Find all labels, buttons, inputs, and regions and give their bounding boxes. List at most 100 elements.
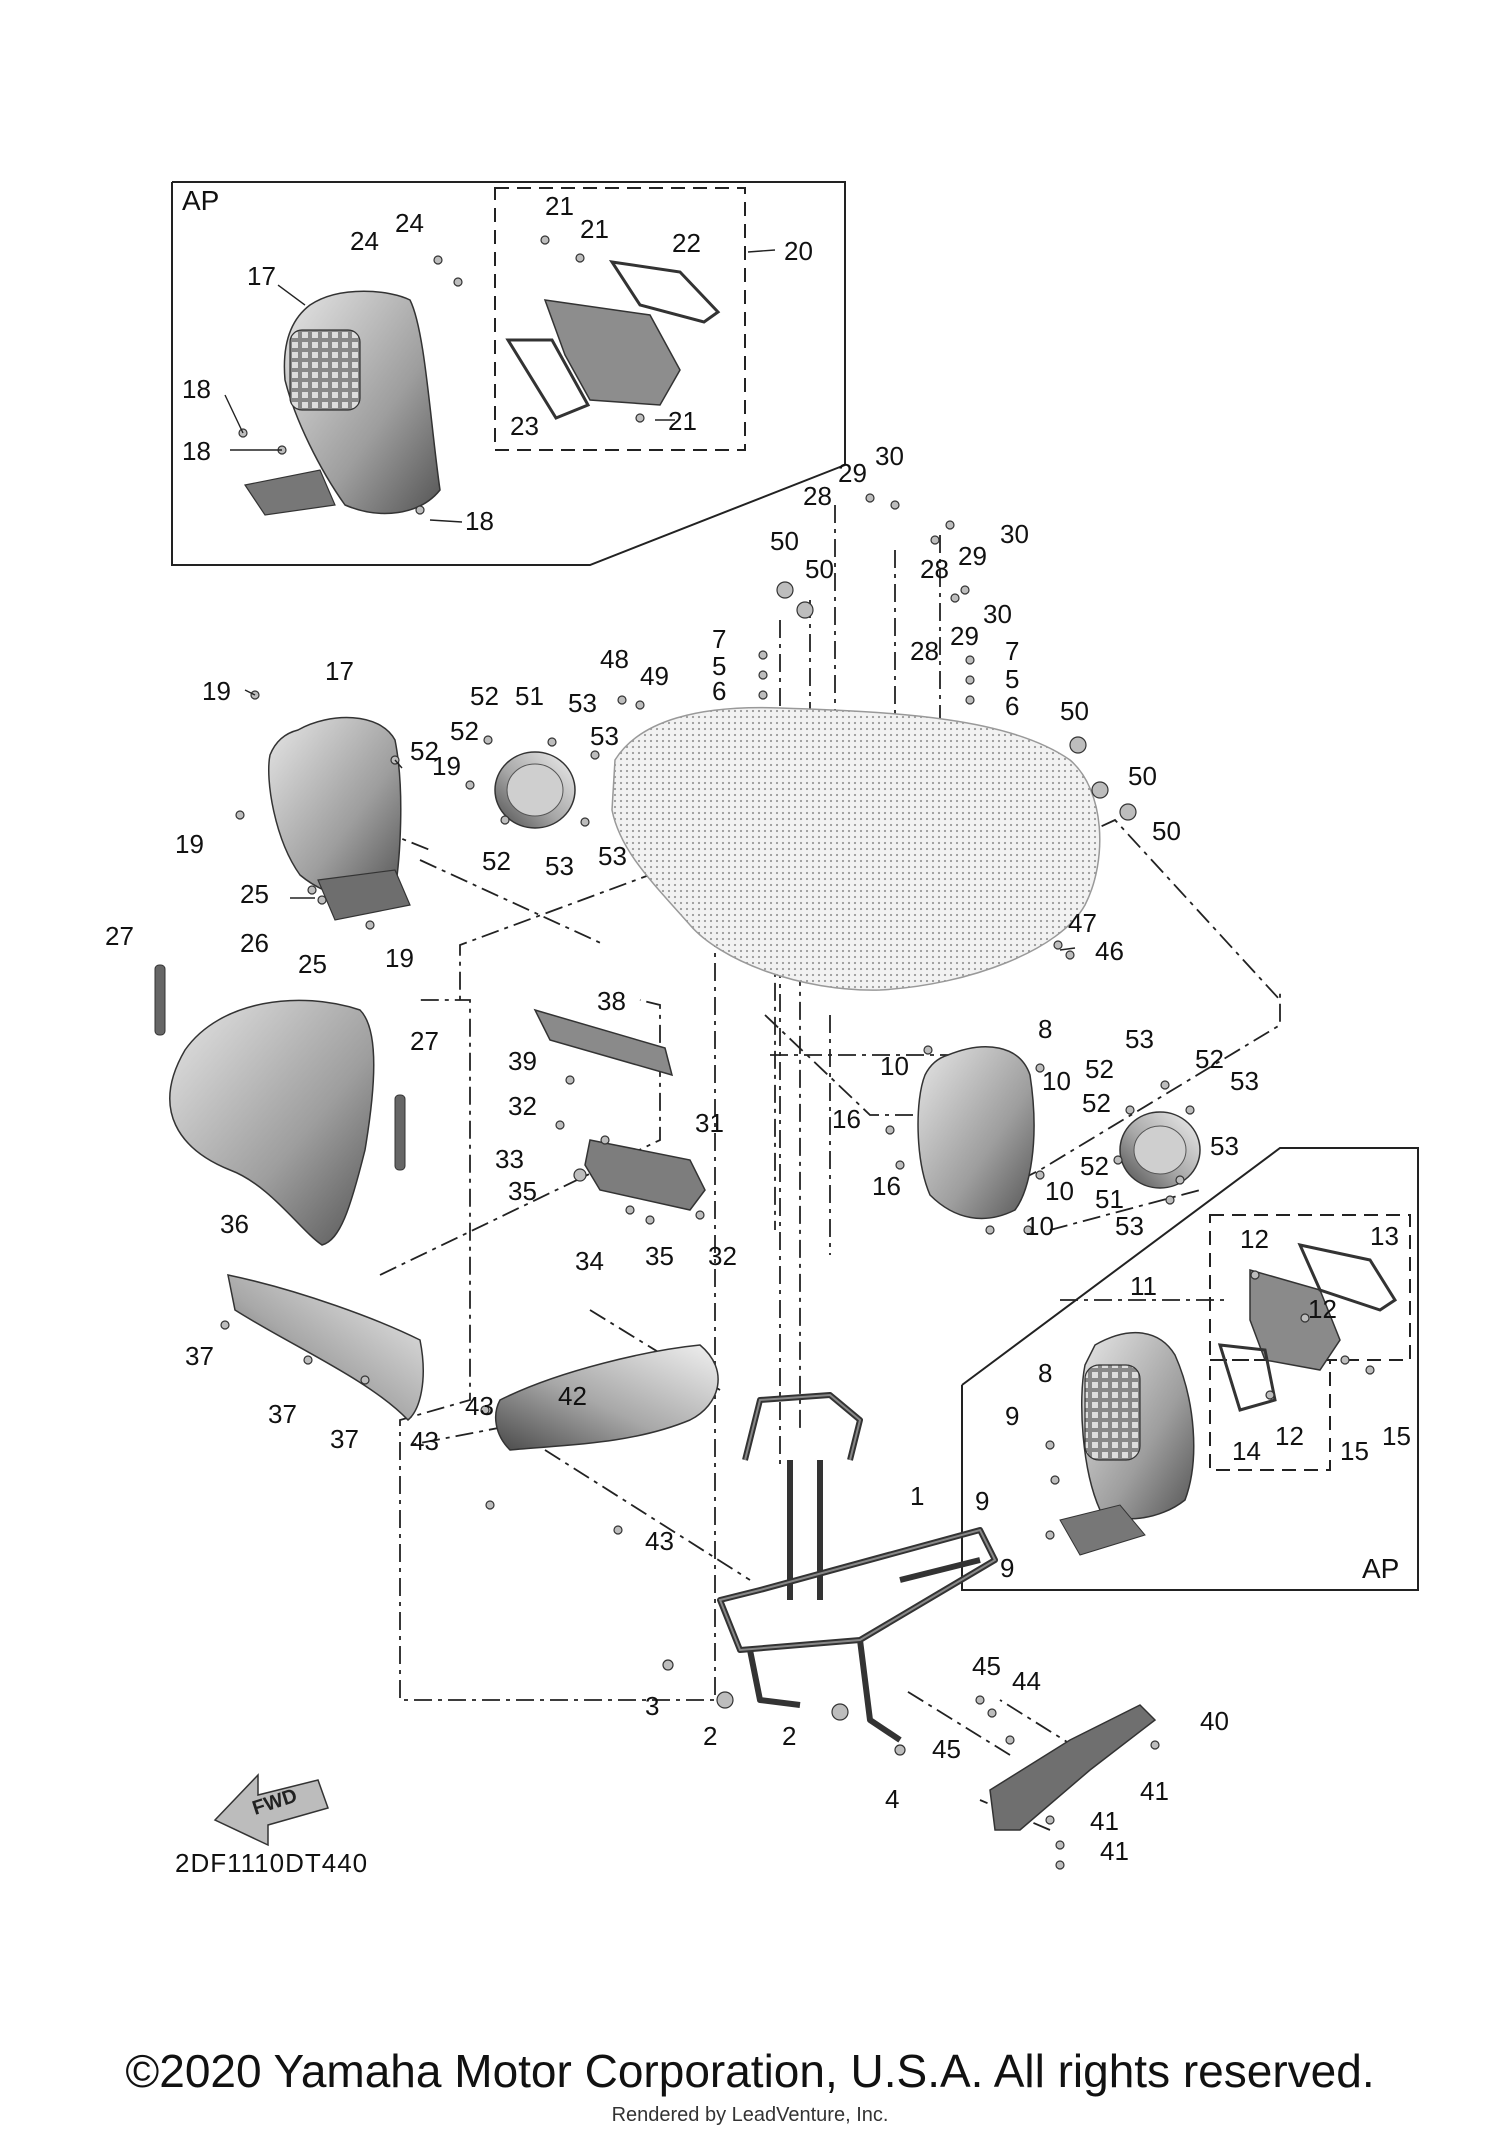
callout-c53g: 53 xyxy=(1210,1131,1239,1161)
callout-c41c: 41 xyxy=(1100,1836,1129,1866)
callout-c27a: 27 xyxy=(105,921,134,951)
side-cover-17-bracket xyxy=(317,869,411,921)
inset-bottom-label: AP xyxy=(1362,1553,1399,1584)
callout-c30a: 30 xyxy=(875,441,904,471)
callout-c53d: 53 xyxy=(598,841,627,871)
callout-c53e: 53 xyxy=(1125,1024,1154,1054)
inset-top-label: AP xyxy=(182,185,219,216)
callout-c53c: 53 xyxy=(545,851,574,881)
callout-c53f: 53 xyxy=(1230,1066,1259,1096)
callout-c3: 3 xyxy=(645,1691,659,1721)
callout-c32b: 32 xyxy=(708,1241,737,1271)
callout-c16b: 16 xyxy=(872,1171,901,1201)
callout-c5a: 5 xyxy=(712,651,726,681)
callout-c23: 23 xyxy=(510,411,539,441)
callout-c45a: 45 xyxy=(972,1651,1001,1681)
callout-c22: 22 xyxy=(672,228,701,258)
callout-c15b: 15 xyxy=(1382,1421,1411,1451)
cover-51-inner xyxy=(506,763,564,817)
callout-c9c: 9 xyxy=(1000,1553,1014,1583)
callout-c52a: 52 xyxy=(470,681,499,711)
callout-c8b: 8 xyxy=(1038,1358,1052,1388)
callout-c21b: 21 xyxy=(580,214,609,244)
callout-c41b: 41 xyxy=(1090,1806,1119,1836)
callout-c52e: 52 xyxy=(1085,1054,1114,1084)
callout-c28a: 28 xyxy=(803,481,832,511)
leader-lines xyxy=(224,249,1076,951)
seat-frame-1 xyxy=(717,1392,998,1743)
callout-c46: 46 xyxy=(1095,936,1124,966)
fwd-arrow-icon: FWD xyxy=(213,1773,329,1847)
callout-c35a: 35 xyxy=(508,1176,537,1206)
callout-c36: 36 xyxy=(220,1209,249,1239)
callout-c33: 33 xyxy=(495,1144,524,1174)
fuel-tank xyxy=(611,706,1101,991)
callout-c18b: 18 xyxy=(182,436,211,466)
callout-c37a: 37 xyxy=(185,1341,214,1371)
callout-c35b: 35 xyxy=(645,1241,674,1271)
callout-c31: 31 xyxy=(695,1108,724,1138)
callout-c38: 38 xyxy=(597,986,626,1016)
callout-c17b: 17 xyxy=(325,656,354,686)
callout-c43c: 43 xyxy=(645,1526,674,1556)
callout-c9a: 9 xyxy=(1005,1401,1019,1431)
callout-c11: 11 xyxy=(1130,1271,1157,1301)
callout-c28b: 28 xyxy=(920,554,949,584)
callout-c52d: 52 xyxy=(482,846,511,876)
fasteners xyxy=(220,235,1375,1870)
diagram-code: 2DF1110DT440 xyxy=(175,1848,368,1878)
callout-c29c: 29 xyxy=(950,621,979,651)
callout-c9b: 9 xyxy=(975,1486,989,1516)
callout-c45b: 45 xyxy=(932,1734,961,1764)
callout-c24b: 24 xyxy=(350,226,379,256)
callout-c53b: 53 xyxy=(590,721,619,751)
side-cover-8 xyxy=(917,1046,1035,1220)
callout-c12c: 12 xyxy=(1275,1421,1304,1451)
callout-c47: 47 xyxy=(1068,908,1097,938)
callout-c37b: 37 xyxy=(268,1399,297,1429)
rendered-by: Rendered by LeadVenture, Inc. xyxy=(611,2104,889,2126)
callout-c52c: 52 xyxy=(410,736,439,766)
grille-23 xyxy=(505,338,591,420)
callout-c50e: 50 xyxy=(1152,816,1181,846)
callout-c30b: 30 xyxy=(1000,519,1029,549)
grille-14 xyxy=(1217,1343,1277,1412)
callout-c12b: 12 xyxy=(1308,1294,1337,1324)
callout-c20: 20 xyxy=(784,236,813,266)
callout-c44: 44 xyxy=(1012,1666,1041,1696)
callout-c25a: 25 xyxy=(240,879,269,909)
callout-c52b: 52 xyxy=(450,716,479,746)
callout-c19c: 19 xyxy=(175,829,204,859)
callout-c18c: 18 xyxy=(465,506,494,536)
callout-c34: 34 xyxy=(575,1246,604,1276)
cover-51-right-inner xyxy=(1133,1125,1187,1175)
callout-c4: 4 xyxy=(885,1784,899,1814)
callout-c10b: 10 xyxy=(1042,1066,1071,1096)
panel-36 xyxy=(227,1274,424,1422)
callout-c37c: 37 xyxy=(330,1424,359,1454)
callout-c29b: 29 xyxy=(958,541,987,571)
callout-c51b: 51 xyxy=(1095,1184,1124,1214)
callout-c43b: 43 xyxy=(410,1426,439,1456)
callout-c27b: 27 xyxy=(410,1026,439,1056)
callout-c24a: 24 xyxy=(395,208,424,238)
bracket-20-housing xyxy=(543,299,681,406)
side-cover-8-inset-lower xyxy=(1059,1504,1146,1556)
callout-c43a: 43 xyxy=(465,1391,494,1421)
callout-c7b: 7 xyxy=(1005,636,1019,666)
bracket-31 xyxy=(584,1139,706,1211)
callout-c50b: 50 xyxy=(805,554,834,584)
callout-c53h: 53 xyxy=(1115,1211,1144,1241)
molding-27-left xyxy=(154,964,166,1036)
callout-c52g: 52 xyxy=(1082,1088,1111,1118)
callout-c49: 49 xyxy=(640,661,669,691)
callout-c21a: 21 xyxy=(545,191,574,221)
cover-42 xyxy=(494,1344,719,1451)
callout-c39: 39 xyxy=(508,1046,537,1076)
callout-c29a: 29 xyxy=(838,458,867,488)
callout-c18a: 18 xyxy=(182,374,211,404)
callout-c19a: 19 xyxy=(202,676,231,706)
grille-22 xyxy=(608,260,721,324)
